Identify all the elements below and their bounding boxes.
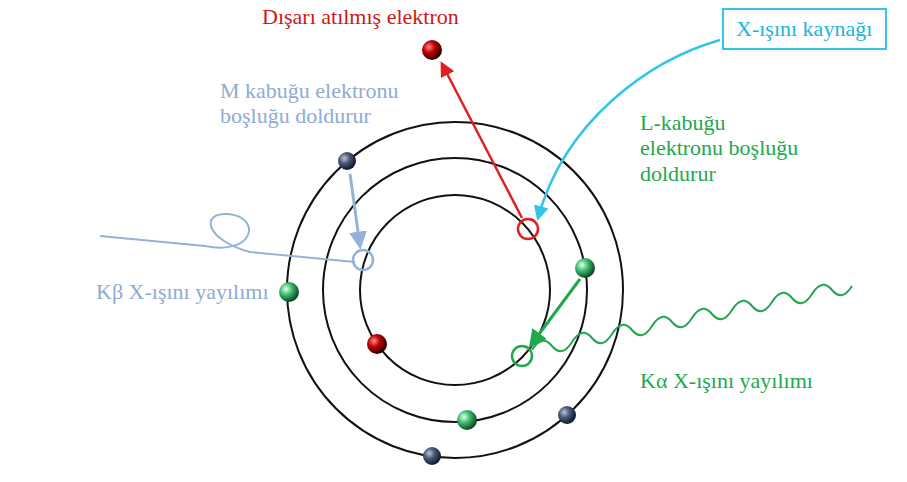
electron — [367, 334, 387, 354]
electron — [338, 152, 356, 170]
electron — [422, 40, 442, 60]
source-box: X-ışını kaynağı — [722, 8, 887, 50]
electron — [575, 258, 595, 278]
ejection-arrow — [442, 64, 522, 218]
source-label: X-ışını kaynağı — [736, 16, 873, 41]
hole — [353, 250, 373, 270]
kalpha-label: Kα X-ışını yayılımı — [640, 368, 813, 393]
m-fill-arrow — [350, 174, 360, 246]
electron — [558, 406, 576, 424]
l-fill-arrow — [531, 279, 580, 345]
l-shell-label: L-kabuğu elektronu boşluğu doldurur — [640, 110, 812, 186]
kalpha-wave — [532, 285, 852, 351]
hole — [512, 346, 532, 366]
hole — [518, 219, 538, 239]
kbeta-label: Kβ X-ışını yayılımı — [96, 279, 269, 304]
m-shell-label: M kabuğu elektronu boşluğu doldurur — [220, 78, 420, 129]
ejected-electron-label: Dışarı atılmış elektron — [262, 4, 459, 29]
electron-shells — [287, 122, 623, 458]
kbeta-wave — [100, 214, 355, 262]
electron — [279, 282, 299, 302]
electron — [457, 410, 477, 430]
electron — [423, 447, 441, 465]
